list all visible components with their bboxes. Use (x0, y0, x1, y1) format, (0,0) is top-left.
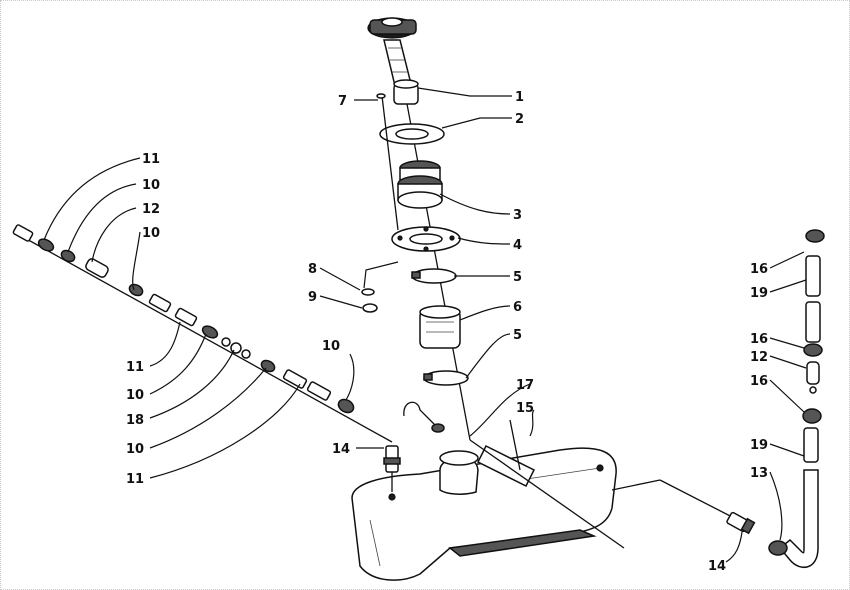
callout-3: 3 (513, 208, 522, 223)
right-outlet-line (611, 479, 661, 491)
part-17-hook (403, 401, 445, 433)
callout-8: 8 (308, 262, 317, 277)
callout-11-bottom: 11 (126, 472, 144, 487)
tank-outlet-line (469, 439, 625, 549)
callout-19-bottom: 19 (750, 438, 768, 453)
part-5-clamp-lower (423, 370, 469, 386)
callout-5-lower: 5 (513, 328, 522, 343)
callout-11-top: 11 (142, 152, 160, 167)
filler-cap (367, 17, 417, 39)
callout-14-left: 14 (332, 442, 350, 457)
leader-lines (43, 87, 807, 563)
part-5-clamp-upper (411, 268, 457, 284)
left-fuel-line-axis (13, 231, 393, 443)
part-1-sleeve (393, 79, 419, 105)
part-7-screw (376, 93, 399, 231)
callout-2: 2 (515, 112, 524, 127)
callout-15: 15 (516, 401, 534, 416)
callout-5-upper: 5 (513, 270, 522, 285)
callout-16-middle: 16 (750, 332, 768, 347)
right-fitting-line (659, 479, 739, 521)
callout-19-top: 19 (750, 286, 768, 301)
callout-7: 7 (338, 94, 347, 109)
callout-labels: 1 2 3 4 5 6 5 7 8 9 17 15 10 14 11 10 12… (126, 90, 768, 574)
callout-10-third: 10 (126, 388, 144, 403)
callout-11-middle: 11 (126, 360, 144, 375)
part-6-hose (419, 305, 461, 349)
callout-12-right: 12 (750, 350, 768, 365)
fuel-tank (351, 447, 617, 581)
callout-16-bottom: 16 (750, 374, 768, 389)
callout-12-left: 12 (142, 202, 160, 217)
callout-9: 9 (308, 290, 317, 305)
left-fitting-14 (383, 445, 401, 492)
right-fuel-line-parts (768, 229, 825, 569)
callout-1: 1 (515, 90, 524, 105)
callout-13: 13 (750, 466, 768, 481)
callout-10-fourth: 10 (126, 442, 144, 457)
part-8-bracket-line (363, 261, 399, 289)
callout-14-right: 14 (708, 559, 726, 574)
callout-4: 4 (513, 238, 522, 253)
callout-6: 6 (513, 300, 522, 315)
callout-10-middle: 10 (322, 339, 340, 354)
callout-16-top: 16 (750, 262, 768, 277)
callout-18: 18 (126, 413, 144, 428)
part-4-flange (391, 226, 461, 252)
part-8-washer (361, 288, 375, 296)
part-9-nut (362, 303, 378, 313)
part-3-filler-neck (397, 160, 443, 209)
callout-10-top: 10 (142, 178, 160, 193)
right-fitting-14 (726, 511, 756, 535)
left-fuel-line-parts (12, 224, 355, 414)
callout-17: 17 (516, 378, 534, 393)
callout-10-second: 10 (142, 226, 160, 241)
part-2-gasket (379, 123, 445, 145)
